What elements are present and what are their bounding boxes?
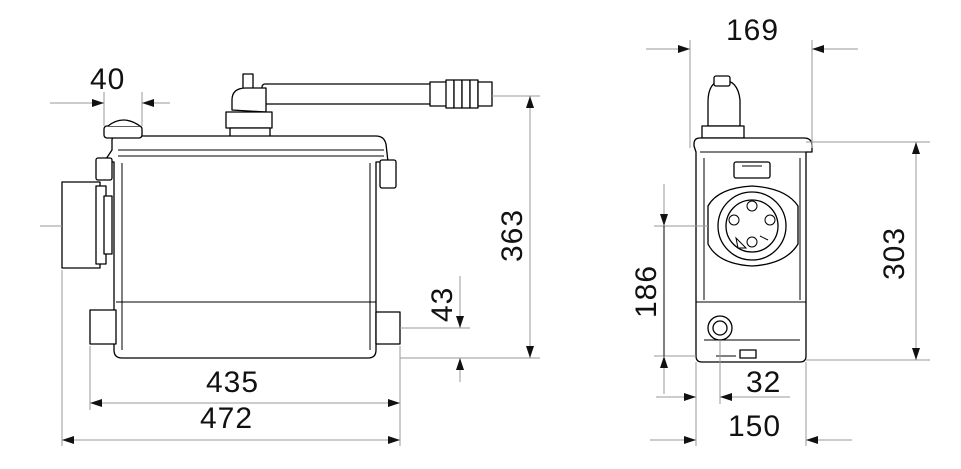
dim-169: 169 bbox=[646, 14, 858, 148]
dim-40: 40 bbox=[50, 63, 170, 126]
tank-body bbox=[95, 119, 397, 359]
dim-303-label: 303 bbox=[878, 227, 911, 280]
dim-43-label: 43 bbox=[426, 287, 459, 322]
dim-435: 435 bbox=[89, 346, 401, 410]
dim-32-label: 32 bbox=[746, 366, 781, 399]
dim-150: 150 bbox=[650, 362, 852, 446]
dim-43: 43 bbox=[400, 276, 470, 382]
dim-40-label: 40 bbox=[90, 63, 125, 96]
bottom-outlets bbox=[89, 309, 401, 345]
discharge-pipe bbox=[225, 73, 540, 141]
dim-186-label: 186 bbox=[630, 265, 663, 318]
dim-363-label: 363 bbox=[496, 209, 529, 262]
dim-363: 363 bbox=[400, 96, 540, 359]
dim-186: 186 bbox=[630, 184, 708, 394]
front-view: 169 303 186 bbox=[630, 14, 930, 446]
front-body bbox=[693, 137, 813, 363]
dim-32: 32 bbox=[656, 340, 790, 404]
inlet-collar bbox=[40, 181, 113, 269]
front-discharge-elbow bbox=[701, 75, 745, 139]
dim-150-label: 150 bbox=[728, 410, 781, 443]
dim-435-label: 435 bbox=[206, 366, 259, 399]
dim-472-label: 472 bbox=[200, 402, 253, 435]
dim-169-label: 169 bbox=[726, 14, 779, 47]
dim-472: 472 bbox=[61, 270, 401, 446]
dim-303: 303 bbox=[806, 141, 930, 361]
side-view: 40 363 43 435 bbox=[40, 63, 540, 446]
